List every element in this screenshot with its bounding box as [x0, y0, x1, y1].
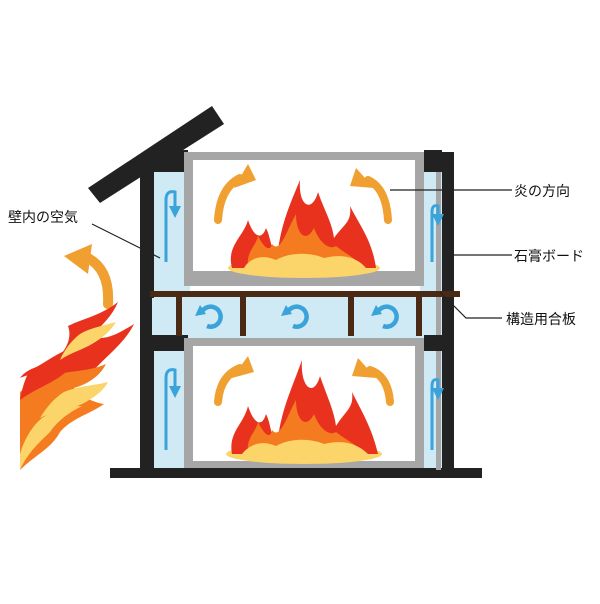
air-flow-arrow-icon [164, 368, 181, 450]
label-structural-plywood: 構造用合板 [506, 312, 576, 328]
beam-post-1 [176, 296, 182, 336]
leader-line [439, 291, 502, 319]
right-gypsum-strip [436, 150, 441, 470]
circular-arrow-icon [195, 304, 223, 329]
floor-zone-cavity [150, 295, 442, 340]
flame-icon [20, 302, 134, 470]
flame-icon [228, 180, 380, 278]
left-wall-inner-stud-lower [150, 340, 154, 470]
air-flow-arrow-icon [430, 204, 444, 262]
curved-arrow-icon [214, 356, 254, 406]
air-flow-arrows [164, 190, 444, 450]
label-gypsum-board: 石膏ボード [514, 249, 584, 265]
left-exterior-wall [140, 165, 152, 470]
air-flow-arrow-icon [430, 378, 444, 450]
circular-arrow-icon [281, 304, 309, 329]
beam-post-2 [240, 296, 246, 336]
right-lower-stud [424, 335, 442, 351]
beam-post-3 [348, 296, 354, 336]
air-flow-arrow-icon [164, 190, 181, 262]
curved-arrow-icon [350, 168, 392, 224]
curved-arrow-icon [214, 164, 256, 224]
label-flame-direction: 炎の方向 [514, 184, 570, 200]
right-exterior-wall [442, 152, 454, 470]
label-wall-air: 壁内の空気 [8, 210, 78, 226]
beam-post-4 [416, 296, 422, 336]
left-lower-stud [150, 335, 188, 351]
right-upper-stud [424, 150, 442, 172]
left-wall-inner-stud-upper [150, 170, 154, 298]
ground-slab [110, 468, 482, 478]
flame-icon [226, 360, 382, 464]
upper-room-floor [184, 278, 424, 286]
leader-line [91, 223, 161, 259]
leader-lines [91, 189, 512, 319]
curved-arrow-icon [64, 244, 114, 309]
structural-plywood-beam [150, 291, 460, 297]
left-upper-stud [150, 150, 188, 172]
curved-arrow-icon [352, 358, 394, 406]
circular-arrow-icon [371, 304, 399, 329]
